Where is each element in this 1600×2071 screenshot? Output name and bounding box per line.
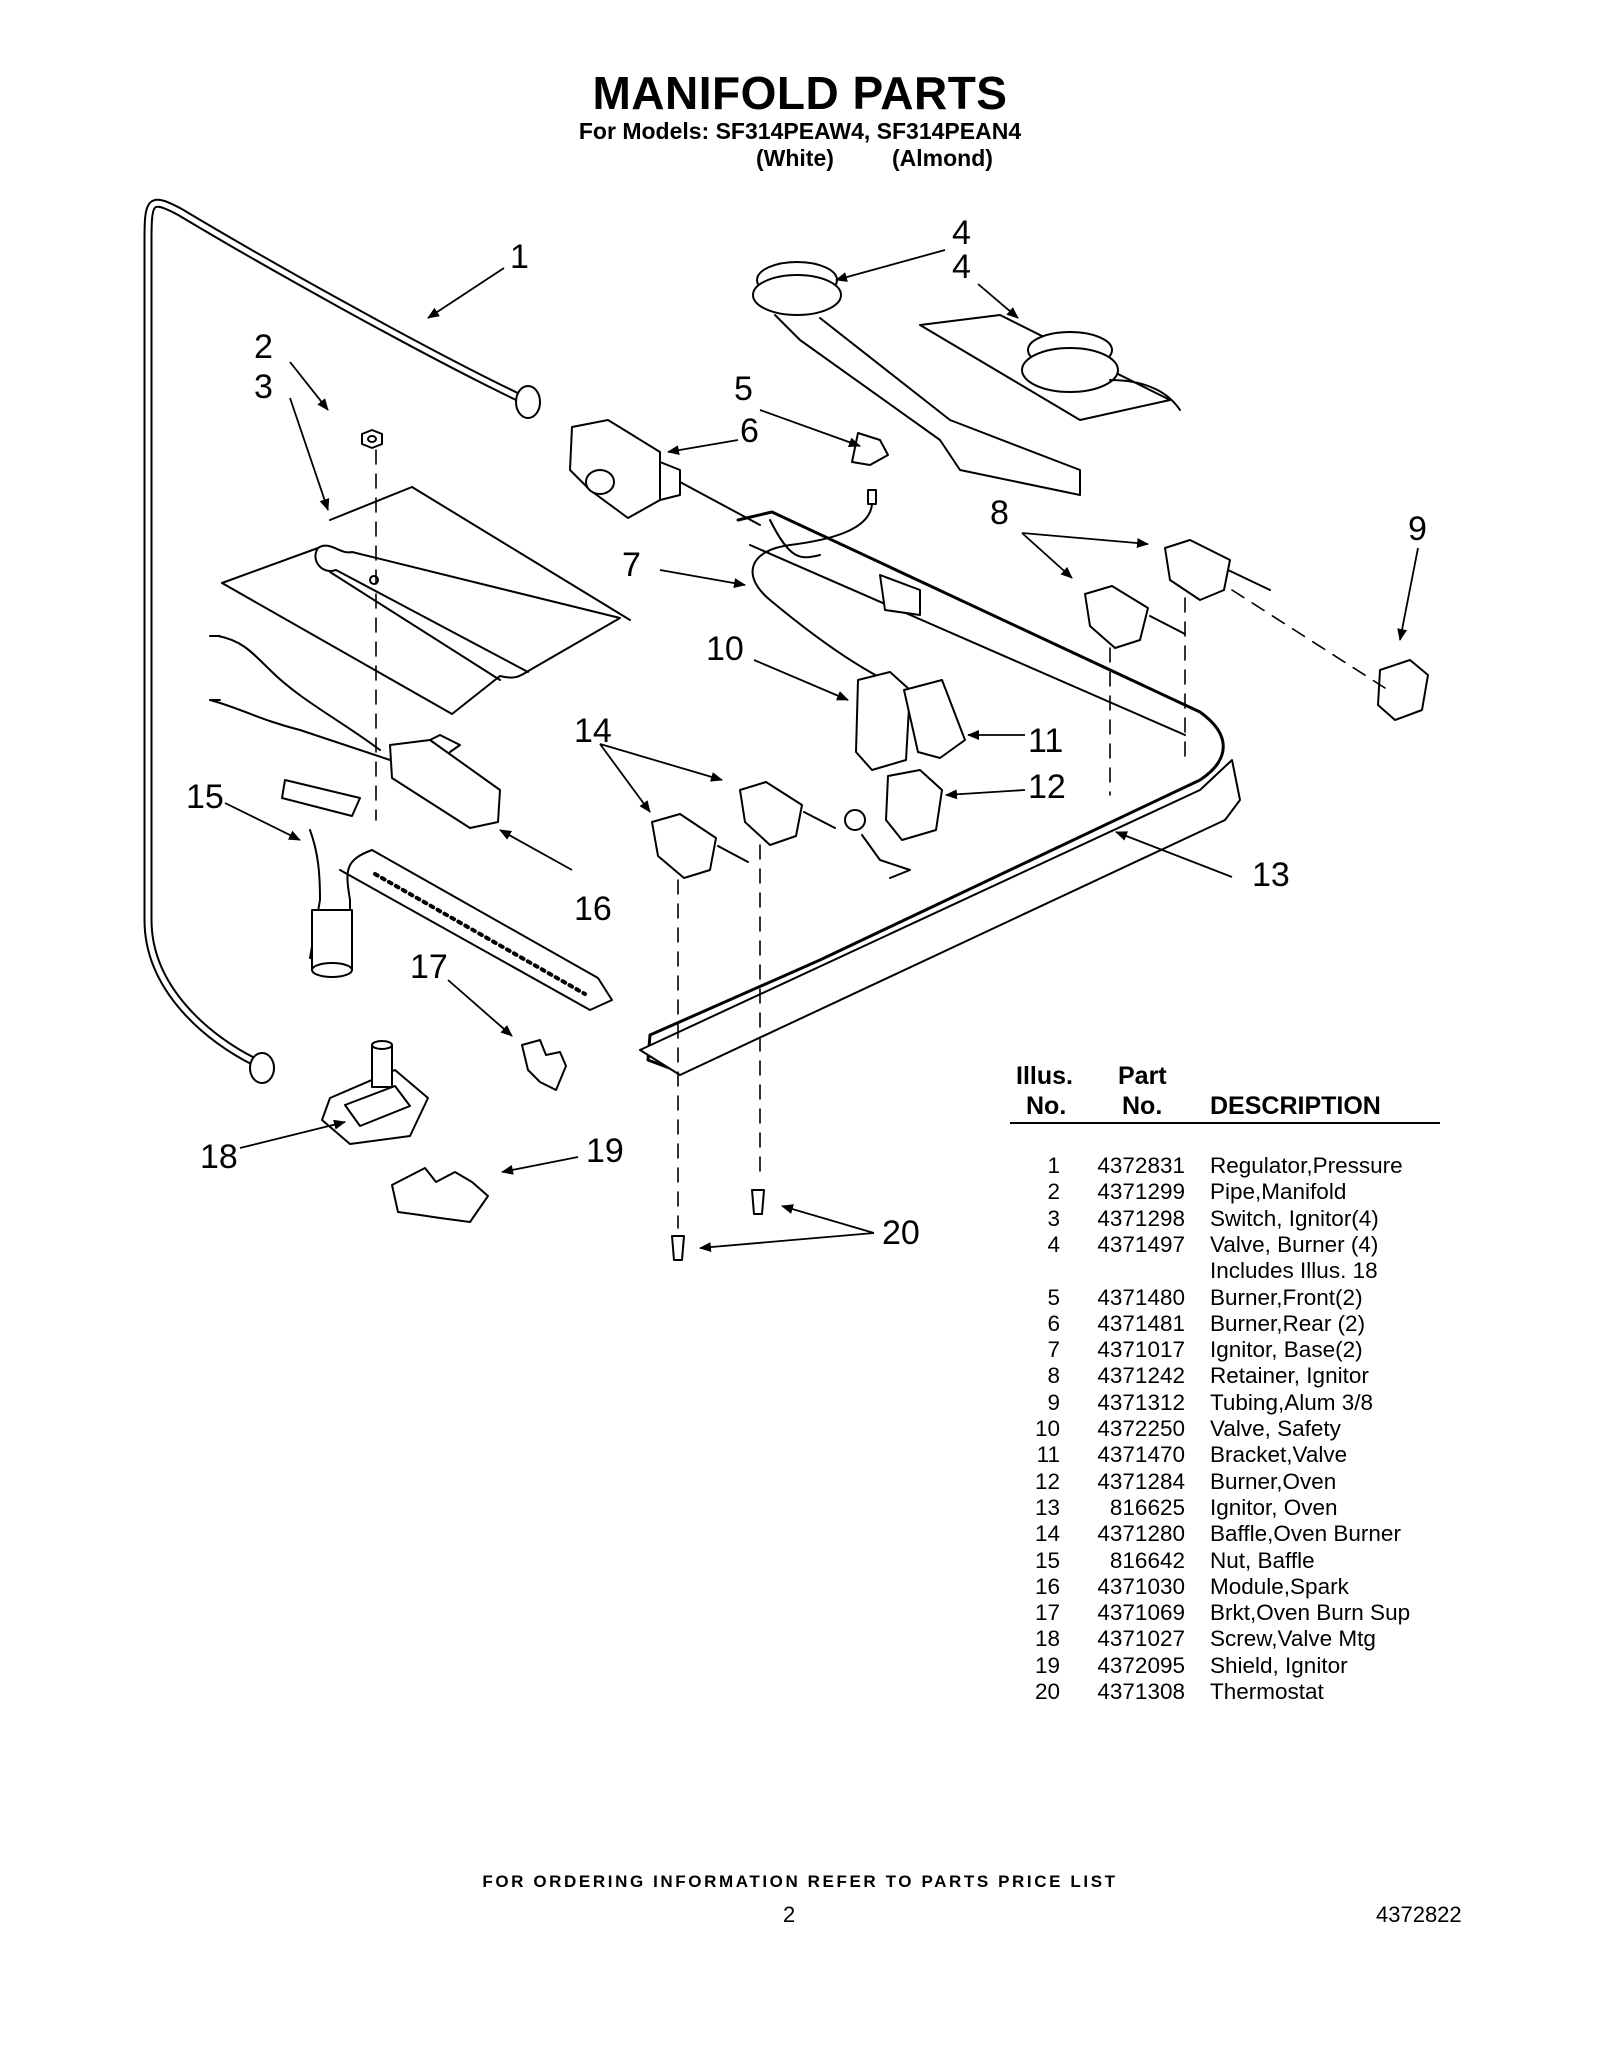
front-burner-part bbox=[919, 314, 1181, 421]
callout-20: 12 bbox=[1028, 768, 1066, 806]
callout-15: 2 bbox=[254, 328, 273, 366]
document-number: 4372822 bbox=[1376, 1902, 1462, 1927]
oven-ignitor-part bbox=[209, 635, 501, 829]
bracket-support-part bbox=[521, 1039, 567, 1091]
valve-bracket-part bbox=[391, 1167, 489, 1223]
col-header-description: DESCRIPTION bbox=[1210, 1092, 1381, 1120]
callout-11: 19 bbox=[586, 1132, 624, 1170]
col-header-part: Part bbox=[1118, 1062, 1167, 1090]
table-header-rule bbox=[1010, 1122, 1440, 1124]
base-ignitor-part bbox=[751, 489, 941, 701]
page-title: MANIFOLD PARTS bbox=[592, 67, 1008, 119]
callout-3: 9 bbox=[1408, 510, 1427, 548]
callout-1: 6 bbox=[740, 412, 759, 450]
callout-5: 4 bbox=[952, 248, 971, 286]
callout-8: 5 bbox=[734, 370, 753, 408]
callout-14: 3 bbox=[254, 368, 273, 406]
oven-burner-part bbox=[281, 779, 613, 1011]
baffle-part bbox=[221, 486, 631, 715]
callout-13: 16 bbox=[574, 890, 612, 928]
col-header-part-no: No. bbox=[1122, 1092, 1163, 1120]
ignitor-shield-part bbox=[903, 679, 966, 759]
page-number: 2 bbox=[783, 1902, 796, 1927]
burner-valve-part bbox=[651, 539, 1271, 879]
callout-10: 18 bbox=[200, 1138, 238, 1176]
callout-12: 15 bbox=[186, 778, 224, 816]
leader-lines bbox=[224, 249, 1419, 1253]
mounting-screws-part bbox=[671, 1189, 765, 1261]
safety-valve-part bbox=[321, 1040, 429, 1145]
spark-module-part bbox=[855, 671, 911, 771]
tubing-part bbox=[143, 198, 541, 1084]
variant-white: (White) bbox=[756, 145, 834, 171]
ordering-note: FOR ORDERING INFORMATION REFER TO PARTS … bbox=[482, 1872, 1118, 1891]
callout-19: 11 bbox=[1028, 722, 1063, 760]
callout-16: 10 bbox=[706, 630, 744, 668]
callout-6: 4 bbox=[952, 214, 971, 252]
callout-18: 20 bbox=[882, 1214, 920, 1252]
callout-17: 17 bbox=[410, 948, 448, 986]
regulator-part bbox=[569, 419, 761, 526]
callout-4b: 14 bbox=[574, 712, 612, 750]
rear-burner-part bbox=[752, 261, 1081, 496]
ignitor-switch-part bbox=[1377, 659, 1429, 721]
callout-9: 1 bbox=[510, 238, 529, 276]
manifold-pipe-part bbox=[639, 510, 1241, 1076]
col-header-illus: Illus. bbox=[1016, 1062, 1073, 1090]
col-header-illus-no: No. bbox=[1026, 1092, 1067, 1120]
callout-2: 13 bbox=[1252, 856, 1290, 894]
callout-7: 7 bbox=[622, 546, 641, 584]
callout-4a: 8 bbox=[990, 494, 1009, 532]
thermostat-part bbox=[844, 769, 943, 879]
variant-almond: (Almond) bbox=[892, 145, 993, 171]
nut-part bbox=[361, 429, 383, 449]
retainer-part bbox=[851, 432, 889, 466]
models-line: For Models: SF314PEAW4, SF314PEAN4 bbox=[578, 118, 1022, 144]
